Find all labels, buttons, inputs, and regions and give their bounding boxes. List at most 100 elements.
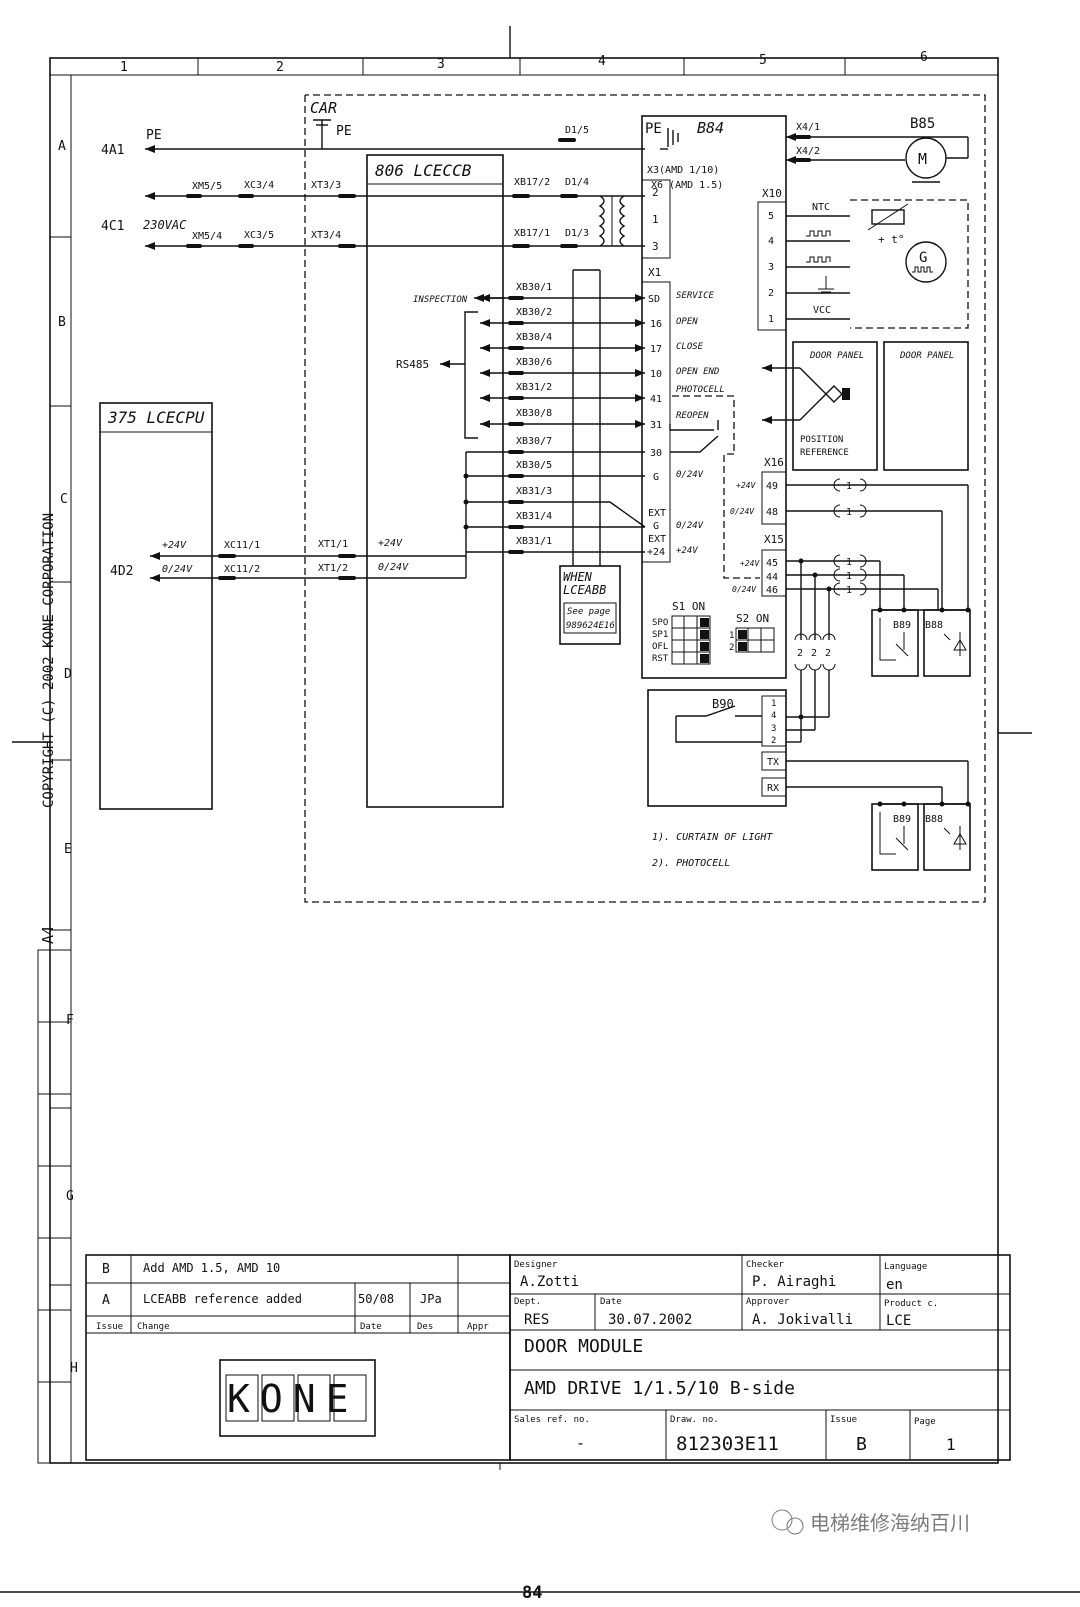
pe-left-label: PE <box>146 128 162 143</box>
x15-pin: 46 <box>766 585 778 596</box>
coil-mark: 2 <box>811 648 817 659</box>
x15-pin: 45 <box>766 558 778 569</box>
inspection-label: INSPECTION <box>413 295 468 305</box>
coil-mark: 2 <box>797 648 803 659</box>
kone-logo: KONE <box>225 1374 367 1422</box>
when-label: WHEN <box>563 570 593 584</box>
rs485-label: RS485 <box>396 358 429 371</box>
xb-label: XB31/3 <box>516 486 552 497</box>
note-curtain: 1). CURTAIN OF LIGHT <box>652 832 773 843</box>
row-label: C <box>60 492 68 507</box>
paper-format: A4 <box>39 926 57 944</box>
x1-func: 0/24V <box>676 470 704 480</box>
xb-label: XB30/2 <box>516 307 552 318</box>
checker-label: Checker <box>746 1260 785 1270</box>
x1-func: SERVICE <box>676 291 715 301</box>
b84-label: B84 <box>697 119 724 137</box>
b90-pin: 2 <box>771 736 776 746</box>
x1-pin: EXT <box>648 534 666 545</box>
note-mark: 1 <box>846 585 852 596</box>
b90-module: B90 1 4 3 2 TX RX <box>647 689 829 807</box>
s2-switch-label: 2 <box>729 643 734 653</box>
b90-pin: 1 <box>771 699 776 709</box>
xb-label: XB31/4 <box>516 511 552 522</box>
x3-pin: 2 <box>652 186 659 199</box>
note-mark: 1 <box>846 507 852 518</box>
x15-pin: 44 <box>766 572 778 583</box>
vcc-label: VCC <box>813 305 831 316</box>
sales-value: - <box>576 1434 585 1452</box>
checker-value: P. Airaghi <box>752 1274 836 1290</box>
x3-label-1: X3(AMD 1/10) <box>647 165 719 176</box>
x4-2-label: X4/2 <box>796 146 820 157</box>
col-label: 1 <box>120 60 128 75</box>
d1-4-label: D1/4 <box>565 177 589 188</box>
x1-func: +24V <box>676 546 698 556</box>
dept-value: RES <box>524 1312 549 1328</box>
label-230vac: 230VAC <box>143 218 187 232</box>
col-label: 4 <box>598 54 606 69</box>
ntc-label: NTC <box>812 202 830 213</box>
tx-label: TX <box>767 757 779 768</box>
xc3-4-label: XC3/4 <box>244 180 274 191</box>
xb-label: XB31/2 <box>516 382 552 393</box>
col-label: 6 <box>920 50 928 65</box>
x15-v024: 0/24V <box>732 585 757 594</box>
issue-value: B <box>856 1434 867 1455</box>
row-label: A <box>58 139 66 154</box>
rev-b-issue: B <box>102 1262 110 1277</box>
b84-module: PE B84 X3(AMD 1/10) X6 (AMD 1.5) 2 1 3 X… <box>641 115 787 679</box>
x1-pin: 16 <box>650 319 662 330</box>
s1-switch-label: SPO <box>652 618 668 628</box>
row-label: D <box>64 667 72 682</box>
dept-label: Dept. <box>514 1297 541 1307</box>
row-label: H <box>70 1361 78 1376</box>
x4-1-label: X4/1 <box>796 122 820 133</box>
xb-bus: XB30/1 XB30/2 XB30/4 XB30/6 XB31/2 XB30/… <box>396 269 646 566</box>
plus24v-left: +24V <box>162 540 187 551</box>
rev-a-issue: A <box>102 1293 110 1308</box>
xc3-5-label: XC3/5 <box>244 230 274 241</box>
rev-a-des: JPa <box>420 1292 442 1306</box>
x10-pin: 4 <box>768 236 774 247</box>
xt3-4-label: XT3/4 <box>311 230 341 241</box>
note-mark: 1 <box>846 481 852 492</box>
issue-label: Issue <box>830 1415 857 1425</box>
sensors-upper: B89 B88 <box>871 609 971 677</box>
hdr-change: Change <box>137 1322 170 1332</box>
title-block: B Add AMD 1.5, AMD 10 A LCEABB reference… <box>85 1254 1011 1461</box>
x1-label: X1 <box>648 266 661 279</box>
xb17-1-label: XB17/1 <box>514 228 550 239</box>
xb-label: XB30/8 <box>516 408 552 419</box>
hdr-date: Date <box>360 1322 382 1332</box>
dc24-wires: +24V 0/24V XC11/1 XC11/2 XT1/1 XT1/2 +24… <box>150 452 469 582</box>
s1-switch-label: RST <box>652 654 669 664</box>
date-value: 30.07.2002 <box>608 1312 692 1328</box>
x1-pin: SD <box>648 294 660 305</box>
draw-no-value: 812303E11 <box>676 1433 779 1455</box>
s1-switch-label: OFL <box>652 642 668 652</box>
rev-a-change: LCEABB reference added <box>143 1292 302 1306</box>
xc11-2-label: XC11/2 <box>224 564 260 575</box>
x1-pin: 41 <box>650 394 662 405</box>
b88-label: B88 <box>925 814 943 825</box>
b90-pin: 4 <box>771 711 776 721</box>
page-number: 84 <box>522 1583 542 1603</box>
watermark-text: 电梯维修海纳百川 <box>810 1511 970 1535</box>
xb-label: XB30/6 <box>516 357 552 368</box>
designer-label: Designer <box>514 1260 558 1270</box>
lceccb-label: 806 LCECCB <box>375 161 472 180</box>
row-label: F <box>66 1013 74 1028</box>
x1-func: PHOTOCELL <box>676 385 725 395</box>
note-mark: 1 <box>846 571 852 582</box>
x10-pin: 1 <box>768 314 774 325</box>
watermark: 电梯维修海纳百川 <box>771 1509 970 1535</box>
page-label: Page <box>914 1417 936 1427</box>
x1-pin: 30 <box>650 448 662 459</box>
x1-func: CLOSE <box>676 342 704 352</box>
x10-pin: 2 <box>768 288 774 299</box>
xb-label: XB30/4 <box>516 332 552 343</box>
position-ref-label: POSITION <box>800 435 843 445</box>
lcecpu-label: 375 LCECPU <box>107 408 205 427</box>
